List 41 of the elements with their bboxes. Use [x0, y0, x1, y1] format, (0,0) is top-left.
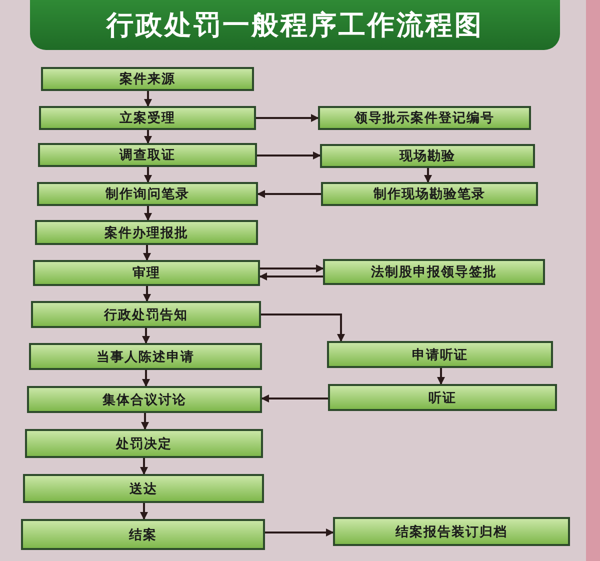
arrow [140, 503, 148, 520]
process-box: 案件办理报批 [35, 220, 258, 245]
process-box: 结案报告装订归档 [333, 517, 570, 546]
process-box: 立案受理 [39, 106, 256, 130]
arrow [261, 314, 345, 342]
process-box: 听证 [328, 384, 557, 411]
arrow [261, 394, 328, 402]
process-box: 制作现场勘验笔录 [321, 182, 538, 206]
process-box: 制作询问笔录 [37, 182, 258, 206]
process-box: 审理 [33, 260, 260, 286]
arrow [260, 264, 324, 272]
title-banner: 行政处罚一般程序工作流程图 [30, 0, 560, 50]
arrow [142, 370, 150, 387]
process-box: 案件来源 [41, 67, 254, 91]
process-box: 集体合议讨论 [27, 386, 262, 413]
arrow [144, 130, 152, 144]
arrow [143, 286, 151, 302]
arrow [140, 458, 148, 475]
process-box: 现场勘验 [320, 144, 535, 168]
arrow [141, 413, 149, 430]
arrow [257, 190, 321, 198]
process-box: 行政处罚告知 [31, 301, 261, 328]
process-box: 调查取证 [38, 143, 257, 167]
arrow [437, 368, 445, 385]
arrow [259, 272, 323, 280]
process-box: 结案 [21, 519, 265, 550]
process-box: 法制股申报领导签批 [323, 259, 545, 285]
arrow [424, 168, 432, 183]
arrow [144, 91, 152, 107]
arrow [143, 245, 151, 261]
arrow [265, 528, 334, 536]
arrow [256, 114, 319, 122]
process-box: 领导批示案件登记编号 [318, 106, 531, 130]
process-box: 处罚决定 [25, 429, 263, 458]
process-box: 当事人陈述申请 [29, 343, 262, 370]
process-box: 送达 [23, 474, 264, 503]
arrow [257, 152, 321, 160]
arrow [142, 328, 150, 344]
arrow [144, 167, 152, 183]
arrow [144, 206, 152, 221]
process-box: 申请听证 [327, 341, 553, 368]
